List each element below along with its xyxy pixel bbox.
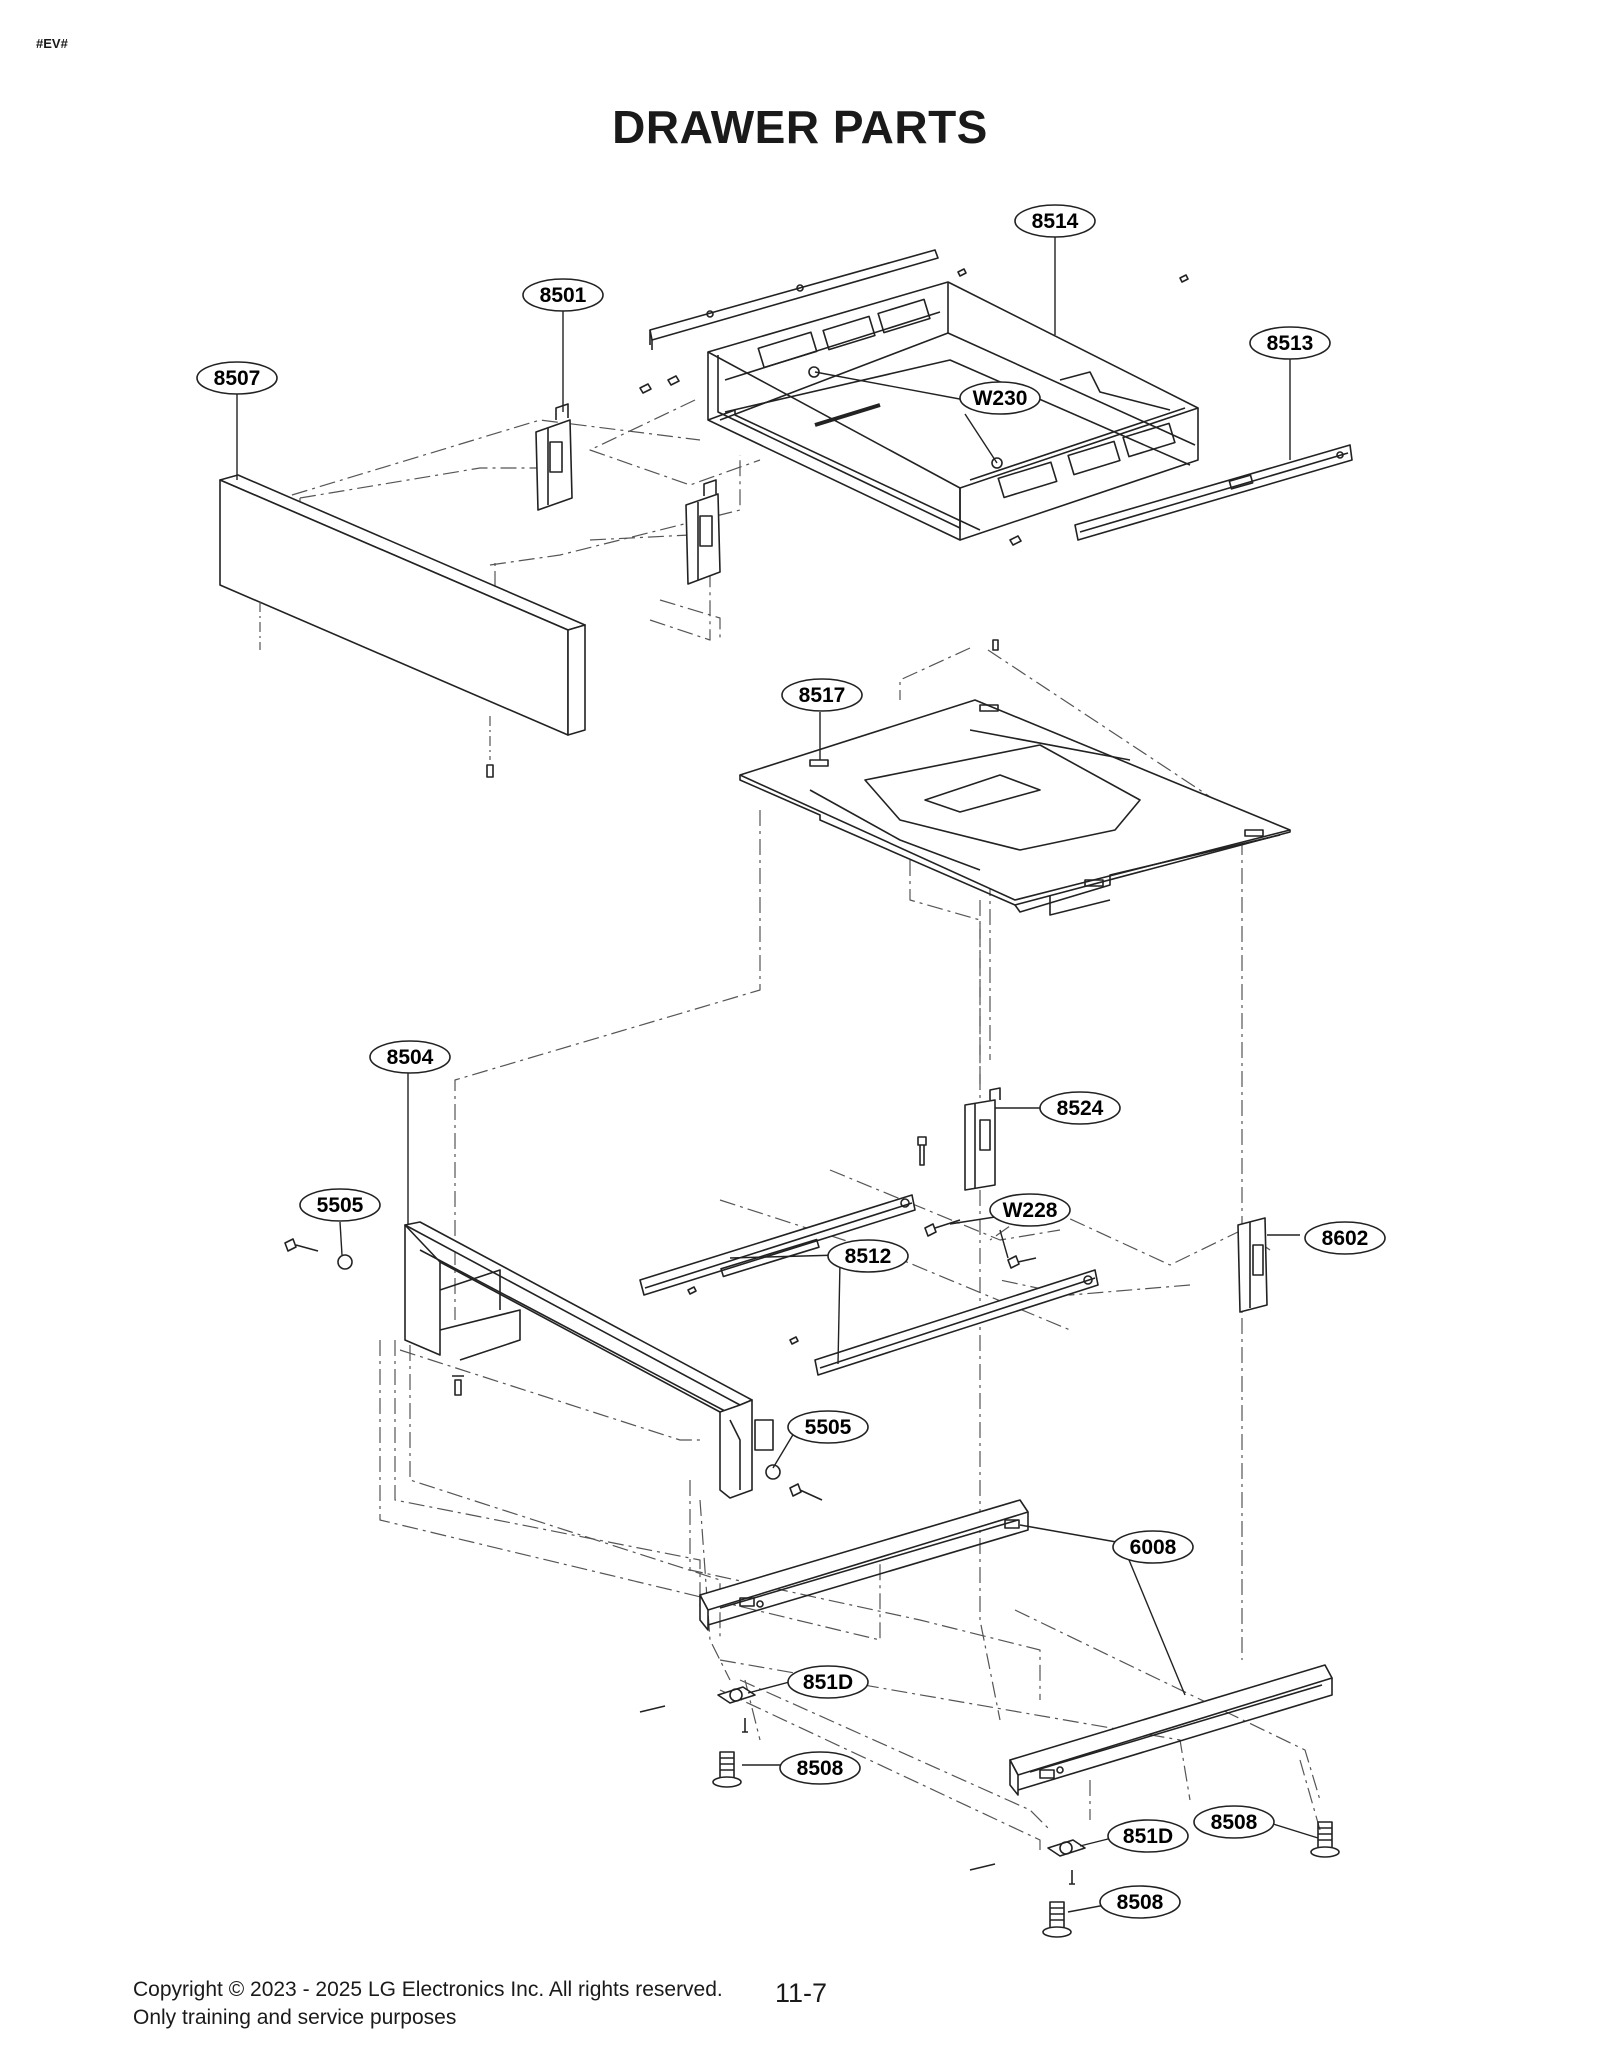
drawer-box-part (707, 281, 1199, 541)
callout-label: 8508 (1117, 1891, 1164, 1914)
slide-rail-upper (639, 1194, 916, 1296)
callout-label: 8508 (1211, 1811, 1258, 1834)
bracket-part-8501 (535, 403, 721, 585)
leveling-leg-right (1310, 1821, 1340, 1858)
leveler-bracket-right (969, 1839, 1086, 1885)
callout-label: W228 (1003, 1199, 1058, 1222)
drawer-rail-strip (649, 249, 939, 350)
callout-W228: W228 (989, 1193, 1071, 1227)
callout-8512: 8512 (827, 1239, 909, 1273)
callout-8507: 8507 (196, 361, 278, 395)
screw-5505-left (284, 1238, 353, 1270)
callout-label: 8508 (797, 1757, 844, 1780)
callout-851D-right: 851D (1107, 1819, 1189, 1853)
front-frame-8504 (404, 1221, 774, 1499)
callout-8524: 8524 (1039, 1091, 1121, 1125)
callout-label: 6008 (1130, 1536, 1177, 1559)
callout-8508-middle: 8508 (1099, 1885, 1181, 1919)
callout-label: 8514 (1032, 210, 1079, 233)
callout-label: 8524 (1057, 1097, 1104, 1120)
callout-5505-left: 5505 (299, 1188, 381, 1222)
callout-8501: 8501 (522, 278, 604, 312)
callout-label: 8602 (1322, 1227, 1369, 1250)
base-rail-rear (1009, 1664, 1333, 1796)
side-rail-8513 (1074, 444, 1353, 541)
callout-851D-left: 851D (787, 1665, 869, 1699)
callout-8602: 8602 (1304, 1221, 1386, 1255)
callout-label: 851D (1123, 1825, 1173, 1848)
screw-5505-right (765, 1464, 823, 1501)
callout-label: 8504 (387, 1046, 434, 1069)
callout-8517: 8517 (781, 678, 863, 712)
page-number: 11-7 (775, 1978, 828, 2008)
callout-label: 8501 (540, 284, 587, 307)
callout-layer: 8514 8501 8513 8507 W230 8517 8504 8524 (196, 204, 1386, 1919)
right-bracket-8602 (1237, 1217, 1268, 1313)
callout-label: 5505 (805, 1416, 852, 1439)
leveler-bracket-left (639, 1686, 756, 1733)
w228-screws (924, 1219, 1037, 1269)
callout-label: 8517 (799, 684, 846, 707)
callout-8508-left: 8508 (779, 1751, 861, 1785)
page-title: DRAWER PARTS (612, 101, 988, 153)
callout-5505-right: 5505 (787, 1410, 869, 1444)
base-rail-front (699, 1499, 1029, 1631)
leveling-leg-middle (1042, 1901, 1072, 1938)
callout-8513: 8513 (1249, 326, 1331, 360)
callout-label: 851D (803, 1671, 853, 1694)
callout-W230: W230 (959, 381, 1041, 415)
callout-8514: 8514 (1014, 204, 1096, 238)
leveling-leg-left (712, 1751, 742, 1788)
callout-label: 8507 (214, 367, 261, 390)
footer-copyright: Copyright © 2023 - 2025 LG Electronics I… (133, 1978, 723, 2001)
callout-label: W230 (973, 387, 1028, 410)
corner-code: #EV# (36, 36, 68, 51)
slide-rail-lower (789, 1269, 1099, 1376)
callout-label: 8512 (845, 1245, 892, 1268)
screw-group-top (639, 268, 1189, 546)
callout-8508-right: 8508 (1193, 1805, 1275, 1839)
top-cover-plate (739, 639, 1291, 916)
callout-8504: 8504 (369, 1040, 451, 1074)
exploded-parts-diagram: 8514 8501 8513 8507 W230 8517 8504 8524 (196, 204, 1386, 1938)
leader-lines (236, 236, 1319, 1913)
footer-usage: Only training and service purposes (133, 2006, 457, 2029)
callout-label: 8513 (1267, 332, 1314, 355)
center-bracket-8524 (917, 1087, 1001, 1191)
callout-label: 5505 (317, 1194, 364, 1217)
front-panel-part (219, 474, 586, 778)
callout-6008: 6008 (1112, 1530, 1194, 1564)
